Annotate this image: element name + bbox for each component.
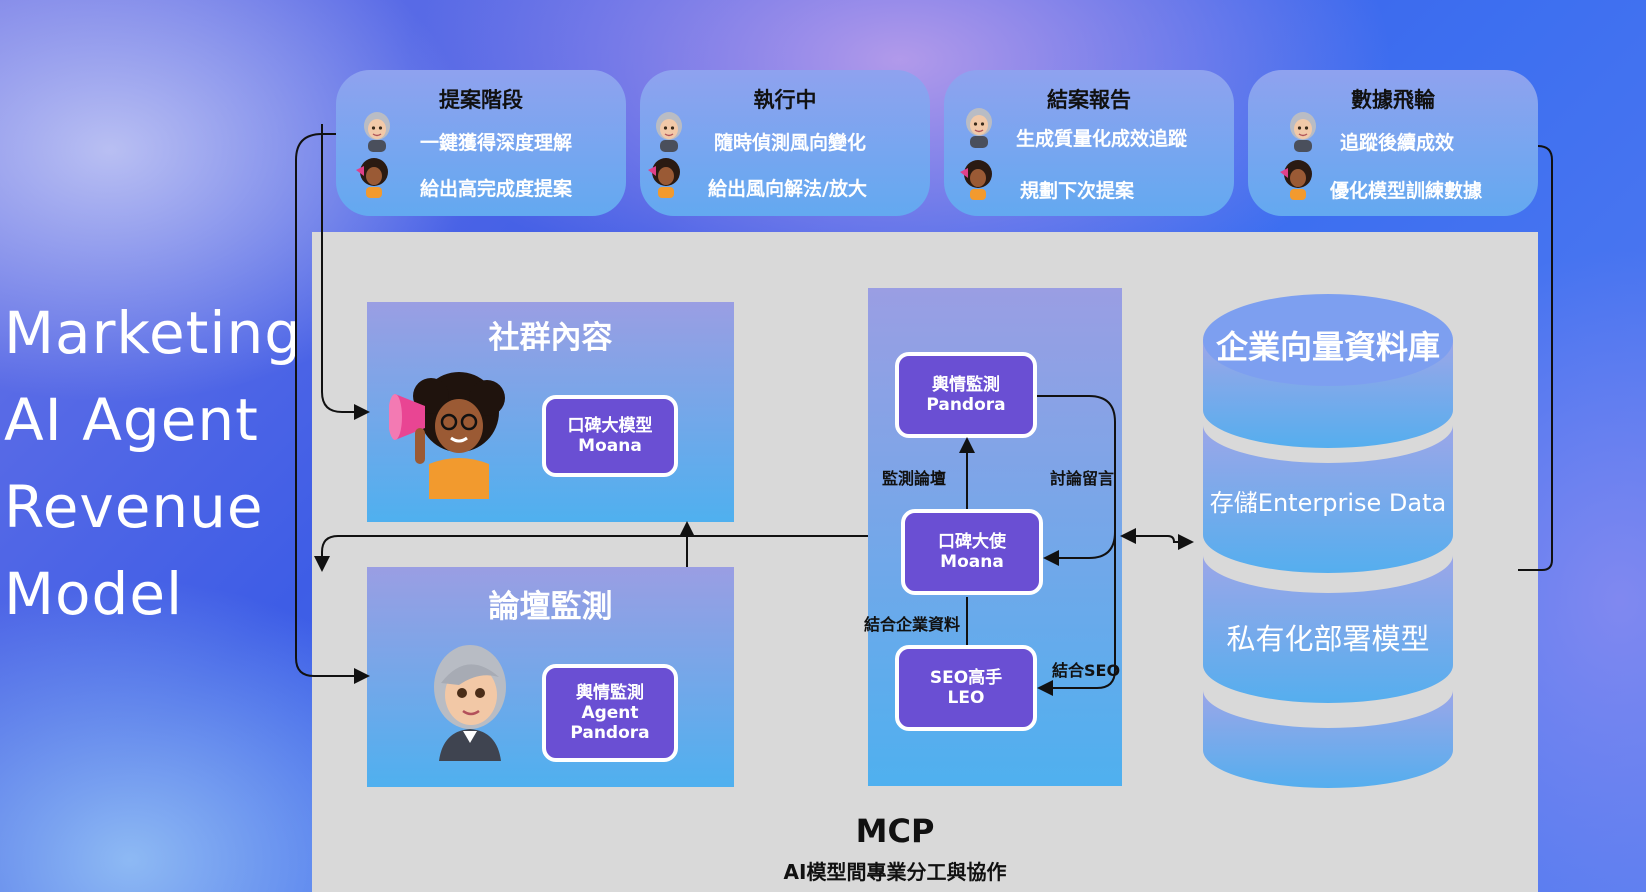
agent-label: Pandora xyxy=(570,723,650,743)
stage-proposal: 提案階段 一鍵獲得深度理解 給出高完成度提案 xyxy=(336,70,626,216)
stage-line: 給出高完成度提案 xyxy=(420,178,573,200)
forum-monitoring-box: 論壇監測 輿情監測 Agent Pandora xyxy=(367,567,734,787)
stage-line: 追蹤後續成效 xyxy=(1340,132,1455,154)
agent-label: Moana xyxy=(578,436,642,456)
stage-data-flywheel: 數據飛輪 追蹤後續成效 優化模型訓練數據 xyxy=(1248,70,1538,216)
gray-hair-character-icon xyxy=(434,645,506,761)
stage-line: 一鍵獲得深度理解 xyxy=(420,132,573,154)
gray-hair-avatar-icon xyxy=(364,112,390,152)
agent-label: LEO xyxy=(947,688,985,708)
agent-label: 口碑大模型 xyxy=(567,416,653,436)
curly-hair-avatar-icon xyxy=(1280,160,1312,200)
agent-label: 輿情監測 xyxy=(932,375,1000,395)
database-private-model-label: 私有化部署模型 xyxy=(1226,622,1430,656)
stage-title: 結案報告 xyxy=(1047,88,1131,112)
leo-node-button[interactable]: SEO高手 LEO xyxy=(895,645,1037,731)
stage-line: 規劃下次提案 xyxy=(1020,180,1135,202)
agent-label: Pandora xyxy=(926,395,1006,415)
stage-line: 隨時偵測風向變化 xyxy=(714,132,867,154)
box-title: 論壇監測 xyxy=(488,589,613,625)
main-title: Marketing AI Agent Revenue Model xyxy=(4,290,302,638)
stage-title: 提案階段 xyxy=(439,88,523,112)
mcp-title: MCP xyxy=(855,812,935,850)
curly-hair-avatar-icon xyxy=(960,160,992,200)
title-line: Revenue xyxy=(4,473,264,541)
edge-label: 結合SEO xyxy=(1052,661,1121,680)
gray-hair-avatar-icon xyxy=(1290,112,1316,152)
gray-hair-avatar-icon xyxy=(656,112,682,152)
megaphone-character-icon xyxy=(389,372,505,499)
box-title: 社群內容 xyxy=(488,320,613,356)
sentiment-monitor-agent-button[interactable]: 輿情監測 Agent Pandora xyxy=(542,664,678,762)
stage-execution: 執行中 隨時偵測風向變化 給出風向解法/放大 xyxy=(640,70,930,216)
gray-hair-avatar-icon xyxy=(966,108,992,148)
agent-label: 口碑大使 xyxy=(938,532,1006,552)
agent-label: Agent xyxy=(581,703,639,723)
title-line: AI Agent xyxy=(4,386,259,454)
stage-title: 執行中 xyxy=(753,88,817,112)
edge-label: 討論留言 xyxy=(1050,469,1115,488)
database-store-label: 存儲Enterprise Data xyxy=(1209,489,1447,517)
stage-line: 生成質量化成效追蹤 xyxy=(1016,128,1188,150)
stage-line: 給出風向解法/放大 xyxy=(708,178,867,200)
title-line: Model xyxy=(4,560,184,628)
database-title: 企業向量資料庫 xyxy=(1215,328,1440,366)
curly-hair-avatar-icon xyxy=(648,158,680,198)
social-content-box: 社群內容 口碑大模型 Moana xyxy=(367,302,734,522)
stage-line: 優化模型訓練數據 xyxy=(1330,180,1483,202)
moana-node-button[interactable]: 口碑大使 Moana xyxy=(901,509,1043,595)
stage-report: 結案報告 生成質量化成效追蹤 規劃下次提案 xyxy=(944,70,1234,216)
agent-label: SEO高手 xyxy=(929,668,1003,688)
pandora-node-button[interactable]: 輿情監測 Pandora xyxy=(895,352,1037,438)
agent-label: Moana xyxy=(940,552,1004,572)
edge-label: 結合企業資料 xyxy=(864,615,961,634)
edge-label: 監測論壇 xyxy=(882,469,947,488)
mcp-subtitle: AI模型間專業分工與協作 xyxy=(783,860,1007,884)
curly-hair-avatar-icon xyxy=(356,158,388,198)
stage-title: 數據飛輪 xyxy=(1351,88,1435,112)
title-line: Marketing xyxy=(4,299,303,367)
agent-label: 輿情監測 xyxy=(576,683,644,703)
word-of-mouth-model-button[interactable]: 口碑大模型 Moana xyxy=(542,395,678,477)
